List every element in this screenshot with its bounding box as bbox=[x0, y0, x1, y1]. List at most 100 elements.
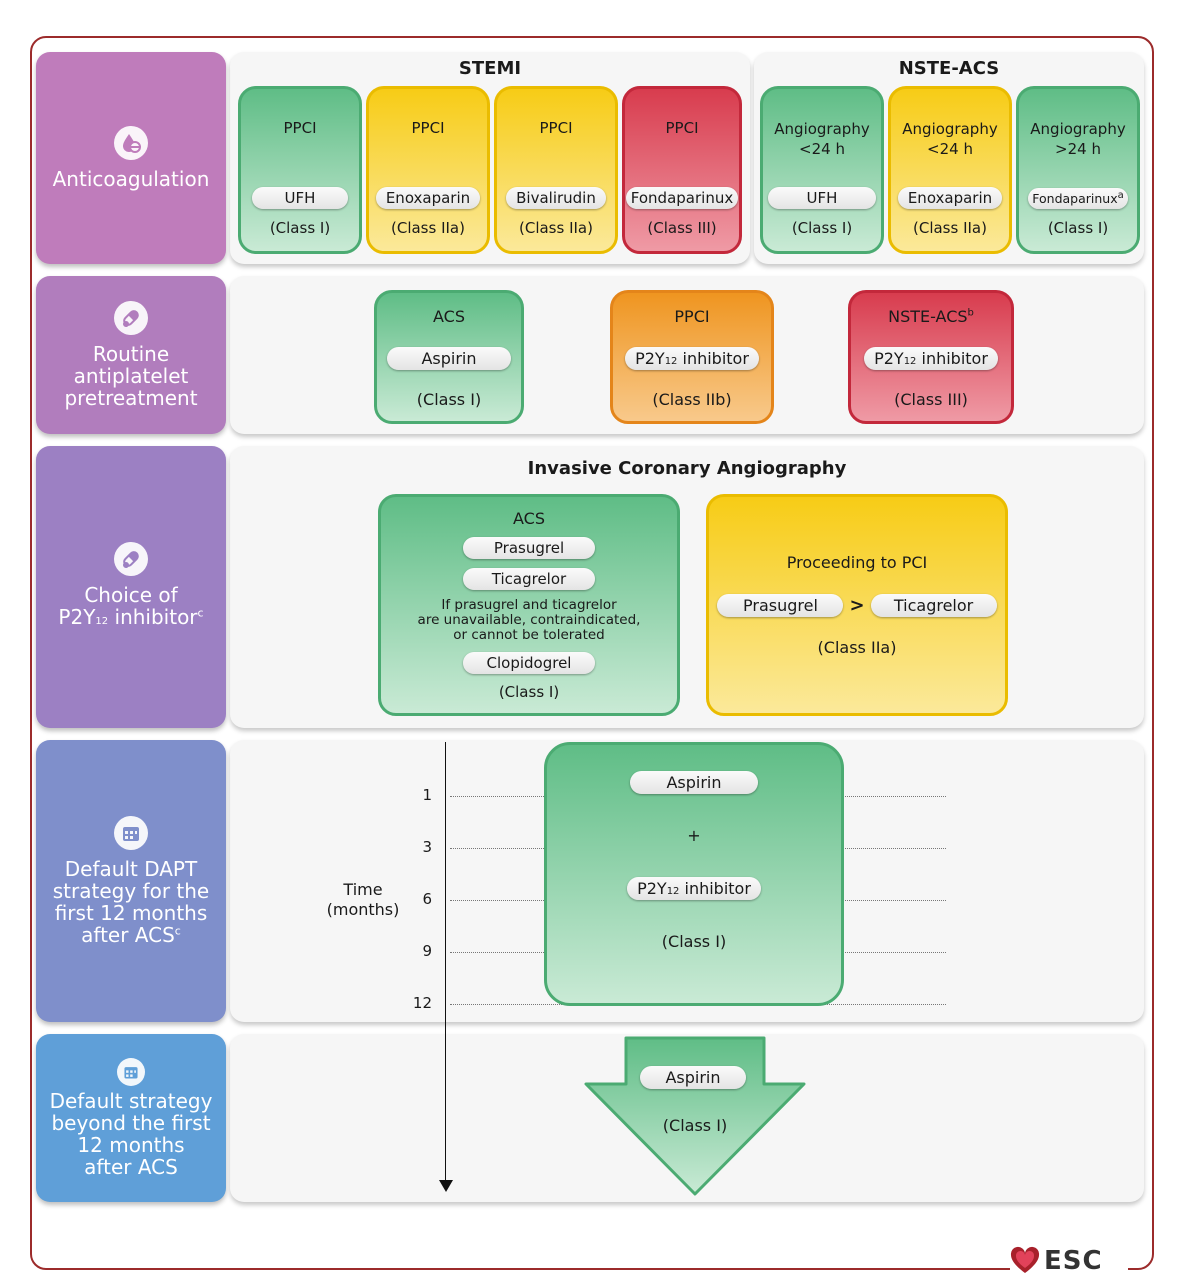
pretreat-card-top-text: NSTE-ACS bbox=[888, 307, 968, 326]
nste-card-top1: Angiography bbox=[902, 120, 998, 138]
class-label: (Class I) bbox=[791, 219, 853, 237]
label-choice: Choice of P2Y12 inhibitorc bbox=[36, 446, 226, 728]
drug-pill: P2Y12 inhibitor bbox=[864, 346, 998, 370]
ica-acs-note: If prasugrel and ticagrelor are unavaila… bbox=[418, 598, 641, 643]
capsule-icon bbox=[114, 301, 148, 335]
pretreat-card-nste: NSTE-ACSb P2Y12 inhibitor (Class III) bbox=[848, 290, 1014, 424]
footnote-c: c bbox=[197, 605, 204, 619]
beyond-drug-pill: Aspirin bbox=[640, 1066, 746, 1089]
dapt-label-3: first 12 months bbox=[54, 901, 208, 925]
drug-pill: Prasugrel bbox=[717, 593, 844, 617]
drug-pill: P2Y12 inhibitor bbox=[625, 346, 759, 370]
dapt-label-4-text: after ACS bbox=[81, 923, 175, 947]
time-tick-3: 3 bbox=[422, 838, 432, 856]
class-label: (Class IIa) bbox=[817, 638, 897, 657]
drug-pill: Ticagrelor bbox=[870, 593, 997, 617]
drug-pill: Fondaparinuxa bbox=[1028, 188, 1128, 209]
nste-card-top1: Angiography bbox=[774, 120, 870, 138]
heart-logo-icon bbox=[1010, 1246, 1040, 1273]
beyond-label-2: beyond the first bbox=[51, 1111, 211, 1135]
calendar-icon bbox=[117, 1058, 145, 1086]
ica-card-pci: Proceeding to PCI Prasugrel > Ticagrelor… bbox=[706, 494, 1008, 716]
dapt-card: Aspirin + P2Y12 inhibitor (Class I) bbox=[544, 742, 844, 1006]
drug-pill: UFH bbox=[252, 187, 348, 209]
drug-pill: Prasugrel bbox=[463, 536, 595, 559]
label-anticoagulation: Anticoagulation bbox=[36, 52, 226, 264]
stemi-card-top: PPCI bbox=[283, 119, 317, 137]
nste-card-ufh: Angiography <24 h UFH (Class I) bbox=[760, 86, 884, 254]
p2y-text: P2Y bbox=[874, 348, 904, 368]
label-beyond: Default strategy beyond the first 12 mon… bbox=[36, 1034, 226, 1202]
p2y-subscript: 12 bbox=[664, 355, 678, 367]
drug-pill: Ticagrelor bbox=[463, 567, 595, 590]
time-tick-6: 6 bbox=[422, 890, 432, 908]
nste-card-top2: >24 h bbox=[1055, 140, 1101, 158]
time-label-1: Time bbox=[343, 880, 383, 899]
stemi-title: STEMI bbox=[458, 58, 522, 79]
stemi-card-bivalirudin: PPCI Bivalirudin (Class IIa) bbox=[494, 86, 618, 254]
footnote-a: a bbox=[1117, 189, 1124, 201]
nste-card-top1: Angiography bbox=[1030, 120, 1126, 138]
class-label: (Class IIa) bbox=[519, 219, 593, 237]
drug-pill: Enoxaparin bbox=[375, 187, 481, 209]
frame-gap bbox=[1010, 1262, 1128, 1282]
p2y-text: P2Y bbox=[58, 604, 96, 629]
inhibitor-suffix: inhibitor bbox=[108, 604, 198, 629]
beyond-label-4: after ACS bbox=[84, 1155, 178, 1179]
nste-card-top2: <24 h bbox=[927, 140, 973, 158]
inhibitor-suffix: inhibitor bbox=[916, 348, 988, 368]
note-line: or cannot be tolerated bbox=[453, 627, 605, 644]
plus-sign: + bbox=[687, 826, 701, 845]
choice-label-2: P2Y12 inhibitorc bbox=[58, 606, 203, 633]
pretreatment-label-3: pretreatment bbox=[64, 386, 198, 410]
choice-label-1: Choice of bbox=[84, 582, 178, 607]
time-label-2: (months) bbox=[326, 900, 400, 919]
ica-acs-top: ACS bbox=[513, 509, 545, 529]
stemi-card-top: PPCI bbox=[539, 119, 573, 137]
label-dapt: Default DAPT strategy for the first 12 m… bbox=[36, 740, 226, 1022]
stemi-card-enoxaparin: PPCI Enoxaparin (Class IIa) bbox=[366, 86, 490, 254]
ica-pci-top: Proceeding to PCI bbox=[786, 553, 928, 572]
time-axis-line bbox=[445, 742, 446, 1184]
anticoagulation-label: Anticoagulation bbox=[52, 167, 210, 191]
drug-pill: Fondaparinux bbox=[625, 187, 739, 209]
beyond-class-label: (Class I) bbox=[662, 1116, 728, 1135]
class-label: (Class I) bbox=[269, 219, 331, 237]
esc-text: ESC bbox=[1044, 1246, 1103, 1276]
p2y-subscript: 12 bbox=[95, 615, 109, 627]
class-label: (Class I) bbox=[1047, 219, 1109, 237]
inhibitor-suffix: inhibitor bbox=[677, 348, 749, 368]
p2y-subscript: 12 bbox=[903, 355, 917, 367]
p2y-subscript: 12 bbox=[666, 886, 680, 897]
time-axis-label: Time (months) bbox=[318, 880, 408, 920]
drug-pill: UFH bbox=[768, 187, 876, 209]
dapt-label-1: Default DAPT bbox=[64, 857, 198, 881]
drug-pill: Enoxaparin bbox=[897, 187, 1003, 209]
nste-card-top2: <24 h bbox=[799, 140, 845, 158]
ica-card-acs: ACS Prasugrel Ticagrelor If prasugrel an… bbox=[378, 494, 680, 716]
time-tick-12: 12 bbox=[412, 994, 432, 1012]
class-label: (Class IIb) bbox=[652, 390, 732, 409]
time-tick-1: 1 bbox=[422, 786, 432, 804]
drug-pill: P2Y12 inhibitor bbox=[627, 877, 761, 900]
drug-pill: Aspirin bbox=[630, 771, 758, 794]
stemi-card-fondaparinux: PPCI Fondaparinux (Class III) bbox=[622, 86, 742, 254]
dapt-label-2: strategy for the bbox=[52, 879, 210, 903]
class-label: (Class IIa) bbox=[913, 219, 987, 237]
footnote-c: c bbox=[174, 924, 181, 938]
pretreat-card-top: ACS bbox=[433, 307, 465, 326]
class-label: (Class IIa) bbox=[391, 219, 465, 237]
note-line: If prasugrel and ticagrelor bbox=[441, 597, 617, 614]
pretreat-card-aspirin: ACS Aspirin (Class I) bbox=[374, 290, 524, 424]
beyond-label-1: Default strategy bbox=[49, 1089, 213, 1113]
nste-title: NSTE-ACS bbox=[898, 58, 1000, 79]
class-label: (Class I) bbox=[498, 682, 560, 701]
time-axis-arrowhead bbox=[439, 1180, 453, 1192]
drug-pill: Bivalirudin bbox=[506, 187, 606, 209]
pretreat-card-top: PPCI bbox=[674, 307, 710, 326]
nste-card-fondaparinux: Angiography >24 h Fondaparinuxa (Class I… bbox=[1016, 86, 1140, 254]
nste-card-enoxaparin: Angiography <24 h Enoxaparin (Class IIa) bbox=[888, 86, 1012, 254]
esc-logo: ESC bbox=[1010, 1246, 1103, 1276]
dapt-label-4: after ACSc bbox=[81, 924, 181, 946]
drop-pill-icon bbox=[114, 126, 148, 160]
